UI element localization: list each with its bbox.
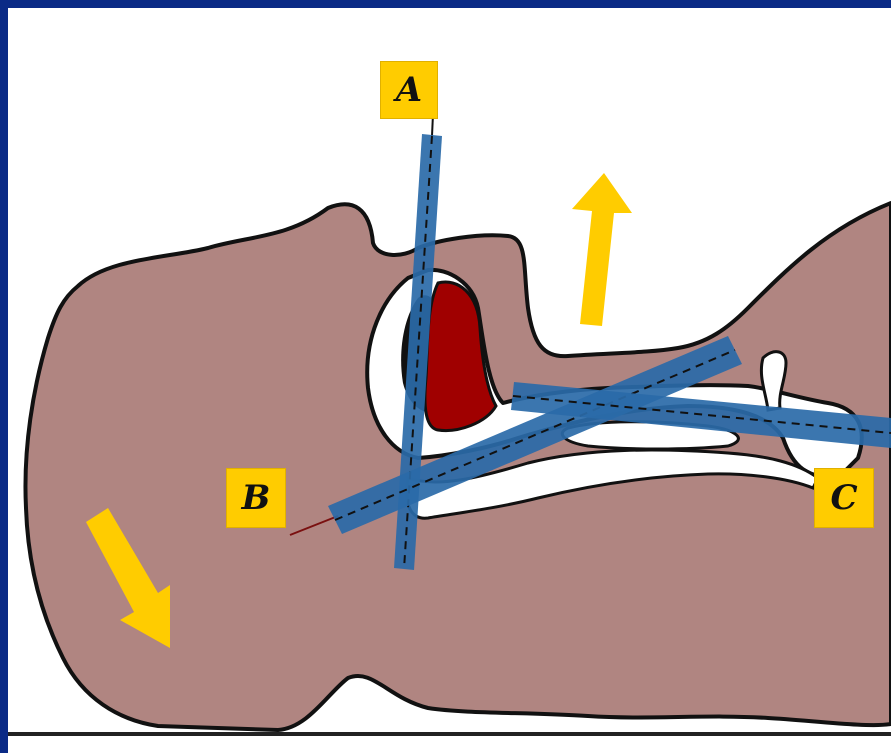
head-airway-diagram: [8, 8, 891, 753]
diagram-canvas: A B C: [8, 8, 891, 753]
label-c: C: [814, 468, 874, 528]
floor-line: [8, 732, 891, 736]
arrow-up-icon: [572, 173, 632, 326]
label-b: B: [226, 468, 286, 528]
label-a: A: [380, 61, 438, 119]
